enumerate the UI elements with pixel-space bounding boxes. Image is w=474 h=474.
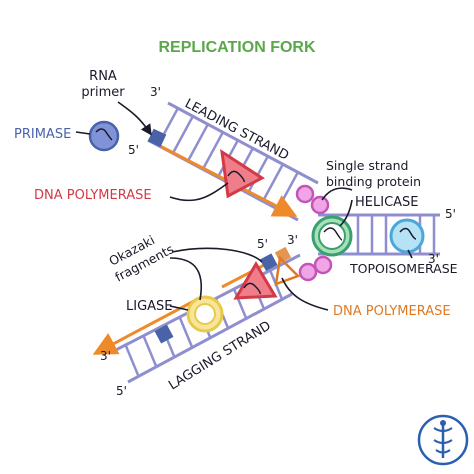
rna-primer-label-line2: primer [81, 85, 125, 100]
ssb-label-line2: binding protein [326, 174, 421, 189]
dna-polymerase-leading-label: DNA POLYMERASE [34, 188, 152, 203]
rna-primer-leading [147, 128, 167, 148]
leading-strand-label: LEADING STRAND [182, 96, 291, 163]
rna-primer-pointer [117, 101, 152, 136]
parent-bottom-3-label: 3' [428, 252, 439, 266]
topoisomerase-enzyme [389, 218, 425, 254]
fork-3-label: 3' [287, 233, 298, 247]
topoisomerase-label: TOPOISOMERASE [349, 261, 458, 276]
dna-polymerase-lagging-outline [274, 255, 301, 286]
leading-bottom-5-label: 5' [128, 143, 139, 157]
rna-primer-lagging-1 [154, 324, 174, 344]
dna-polymerase-leading-pointer [169, 182, 229, 202]
diagram-title: REPLICATION FORK [158, 39, 315, 56]
rna-primer-label: RNA [89, 69, 117, 84]
parent-top-5-label: 5' [445, 207, 456, 221]
ssb-pointer [321, 187, 353, 201]
lagging-fragment-5-label: 5' [257, 237, 268, 251]
topoisomerase-pointer [407, 249, 413, 259]
single-strand-binding-proteins [295, 184, 333, 282]
dna-polymerase-leading-enzyme [220, 148, 265, 199]
helicase-pointer [339, 199, 353, 227]
okazaki-fragment-arrow-2 [221, 260, 271, 289]
dna-polymerase-lagging-label: DNA POLYMERASE [333, 304, 451, 319]
ssb-label: Single strand [326, 158, 408, 173]
helicase-label: HELICASE [355, 195, 419, 210]
lagging-strand-label: LAGGING STRAND [166, 318, 274, 393]
dna-polymerase-lagging-pointer [281, 277, 329, 311]
primase-pointer [75, 131, 91, 135]
caduceus-logo-icon [417, 414, 469, 466]
okazaki-pointer-2 [171, 247, 263, 263]
dna-polymerase-lagging-enzyme [233, 261, 278, 300]
ligase-label: LIGASE [126, 299, 173, 314]
lagging-left-3-label: 3' [100, 349, 111, 363]
primase-enzyme [88, 120, 120, 152]
ligase-pointer [169, 305, 189, 311]
okazaki-pointer-1 [169, 257, 203, 301]
lagging-bottom-5-label: 5' [116, 384, 127, 398]
leading-top-3-label: 3' [150, 85, 161, 99]
rna-primer-lagging-2 [259, 253, 278, 271]
primase-label: PRIMASE [14, 127, 71, 142]
